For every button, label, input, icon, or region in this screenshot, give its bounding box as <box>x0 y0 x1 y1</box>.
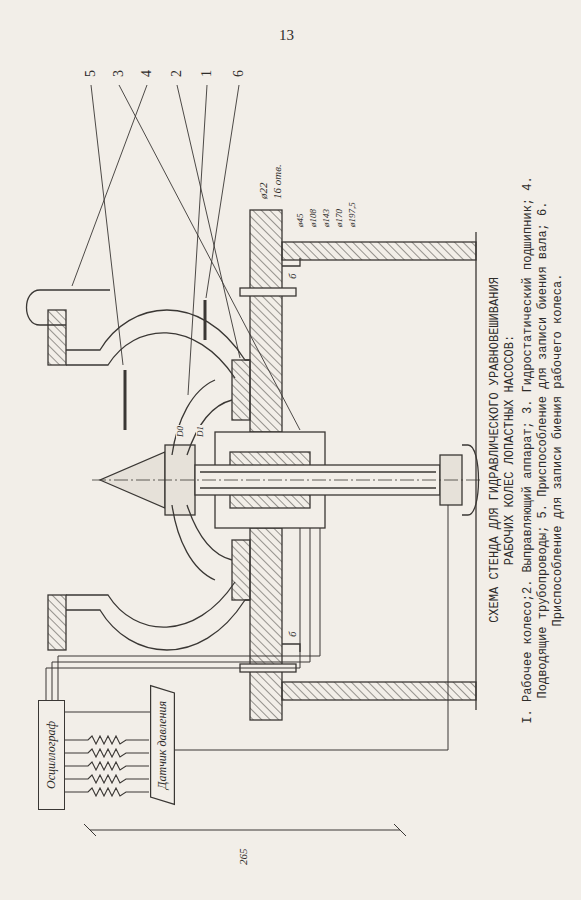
signal-wire <box>175 505 448 750</box>
diameter-symbol: D0 <box>176 425 185 438</box>
leader-line <box>72 85 147 286</box>
dimension-line <box>90 830 400 831</box>
leader-line <box>206 85 239 298</box>
inlet-flange <box>48 595 66 650</box>
section-letter: б <box>287 272 299 280</box>
spring-symbol <box>64 749 149 757</box>
signal-wire <box>46 528 300 700</box>
page-number: 13 <box>278 28 295 44</box>
wire-group <box>46 505 448 750</box>
guide-vane <box>232 540 250 600</box>
casing-inner <box>66 582 235 627</box>
stand-wall <box>282 242 476 260</box>
shaft-bore <box>200 471 436 472</box>
diameter-dimension: ø197,5 <box>348 201 357 228</box>
hole-count: 16 отв. <box>272 163 284 200</box>
section-mark <box>282 644 300 652</box>
runout-probe <box>204 300 207 340</box>
section-letter: б <box>287 630 299 638</box>
runout-probe <box>124 370 127 430</box>
impeller-blade <box>172 380 215 455</box>
inlet-flange <box>48 310 66 365</box>
mounting-plate <box>250 528 282 720</box>
signal-wire <box>52 528 310 700</box>
callout-number: 4 <box>140 69 155 78</box>
diameter-dimension: ø45 <box>296 213 305 229</box>
bolt <box>240 288 296 296</box>
dimension-tick <box>84 824 96 836</box>
casing-wall <box>66 310 250 360</box>
callout-number: 5 <box>84 69 99 78</box>
dimension-tick <box>394 824 406 836</box>
spring-symbol <box>64 762 149 770</box>
stand-wall <box>282 682 476 700</box>
spring-symbol <box>64 775 149 783</box>
leader-line <box>119 85 300 430</box>
hole-dimension: ø22 <box>258 182 270 201</box>
leader-line <box>91 85 123 365</box>
centre-line <box>92 480 482 481</box>
spring-symbol <box>64 736 149 744</box>
mounting-plate <box>250 210 282 432</box>
pressure-sensor-box: Датчик давления <box>150 685 175 805</box>
leader-line <box>177 85 240 358</box>
section-mark <box>282 258 300 266</box>
oscillograph-box: Осциллограф <box>38 700 65 810</box>
spring-symbol <box>64 788 149 796</box>
casing-inner <box>66 333 235 378</box>
casing-wall <box>66 600 250 650</box>
figure-caption: I. Рабочее колесо;2. Выправляющий аппара… <box>521 170 566 730</box>
diameter-dimension: ø143 <box>322 208 331 228</box>
spring-group <box>64 736 149 796</box>
callout-number: 2 <box>170 69 185 78</box>
diameter-symbol: D1 <box>196 425 205 438</box>
callout-number: 6 <box>232 69 247 78</box>
figure-title: СХЕМА СТЕНДА ДЛЯ ГИДРАВЛИЧЕСКОГО УРАВНОВ… <box>488 260 518 640</box>
signal-wire <box>58 528 320 700</box>
node-text: Осциллограф <box>44 711 59 799</box>
sensor-shape <box>151 686 175 805</box>
guide-vane <box>232 360 250 420</box>
leader-line <box>188 85 207 395</box>
callout-number: 3 <box>112 69 127 78</box>
stand-base <box>475 232 476 710</box>
impeller-blade <box>172 505 215 580</box>
callout-number: 1 <box>200 69 215 78</box>
shaft-bore <box>200 487 436 488</box>
supply-pipe <box>27 290 111 325</box>
dimension-value: 265 <box>238 848 250 867</box>
node-text: Датчик давления <box>155 695 170 795</box>
diameter-dimension: ø170 <box>335 208 344 228</box>
signal-connector <box>65 711 150 712</box>
diameter-dimension: ø108 <box>309 208 318 228</box>
